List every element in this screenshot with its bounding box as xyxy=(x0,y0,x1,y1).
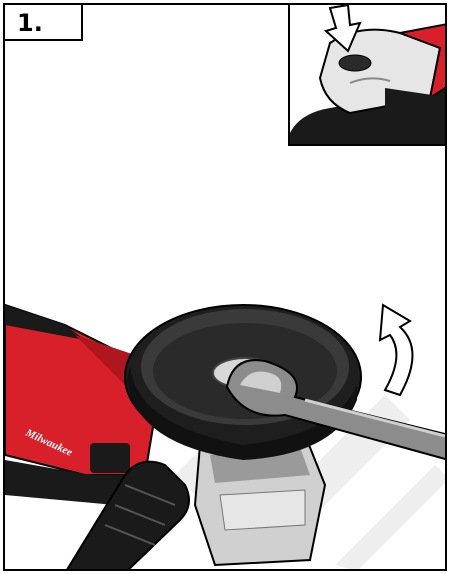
step-number-label: 1. xyxy=(17,9,43,37)
step-number-box: 1. xyxy=(5,5,83,41)
detail-inset xyxy=(288,3,447,146)
rotate-counterclockwise-arrow-icon xyxy=(380,305,413,395)
inset-illustration xyxy=(290,3,447,146)
illustration-frame: Milwaukee 1. xyxy=(3,3,447,571)
